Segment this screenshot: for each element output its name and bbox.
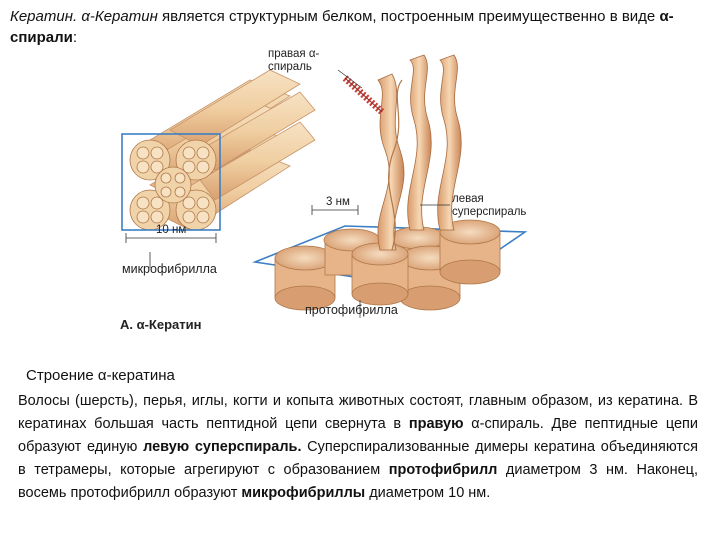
microfibril-bundle [121, 69, 316, 268]
protofibril-assembly [251, 54, 528, 318]
keratin-term: Кератин. [10, 8, 78, 25]
body-text-5: диаметром 10 нм. [365, 485, 491, 501]
ten-nm-label: 10 нм [156, 224, 187, 236]
body-paragraph: Волосы (шерсть), перья, иглы, когти и ко… [18, 390, 698, 505]
body-text-3: Суперспирализованные димеры кератина объ… [18, 439, 699, 478]
section-title: Строение α-кератина [26, 367, 175, 384]
three-nm-label: 3 нм [326, 196, 350, 208]
body-text-2: α-спираль. Две пептидные цепи образуют е… [18, 416, 698, 455]
alpha-keratin-term: α-Кератин [81, 8, 158, 25]
body-text-1: Волосы (шерсть), перья, иглы, когти и ко… [18, 393, 698, 432]
intro-text-1: является структурным белком, построенным… [157, 8, 660, 25]
protofibril-label: протофибрилла [305, 303, 398, 317]
microfibril-box [121, 133, 221, 231]
body-bold-protofibrils: протофибрилл [388, 462, 498, 478]
microfibril-label: микрофибрилла [122, 262, 217, 276]
body-bold-microfibrils: микрофибриллы [241, 485, 366, 501]
keratin-illustration [121, 54, 528, 318]
body-text-4: диаметром 3 нм. Наконец, восемь протофиб… [18, 462, 699, 501]
alpha-keratin-figure: правая α-спираль левая суперспираль 3 нм… [120, 48, 528, 332]
figure-caption: А. α-Кератин [120, 317, 202, 332]
body-bold-right: правую [408, 416, 464, 432]
body-bold-left-superhelix: левую суперспираль. [143, 439, 302, 455]
intro-text-2: : [72, 29, 78, 46]
left-superhelix-label: левая суперспираль [452, 193, 527, 218]
right-helix-label: правая α-спираль [268, 48, 320, 73]
intro-paragraph: Кератин. α-Кератин является структурным … [10, 6, 710, 48]
alpha-helix-term: α-спирали [10, 8, 674, 46]
